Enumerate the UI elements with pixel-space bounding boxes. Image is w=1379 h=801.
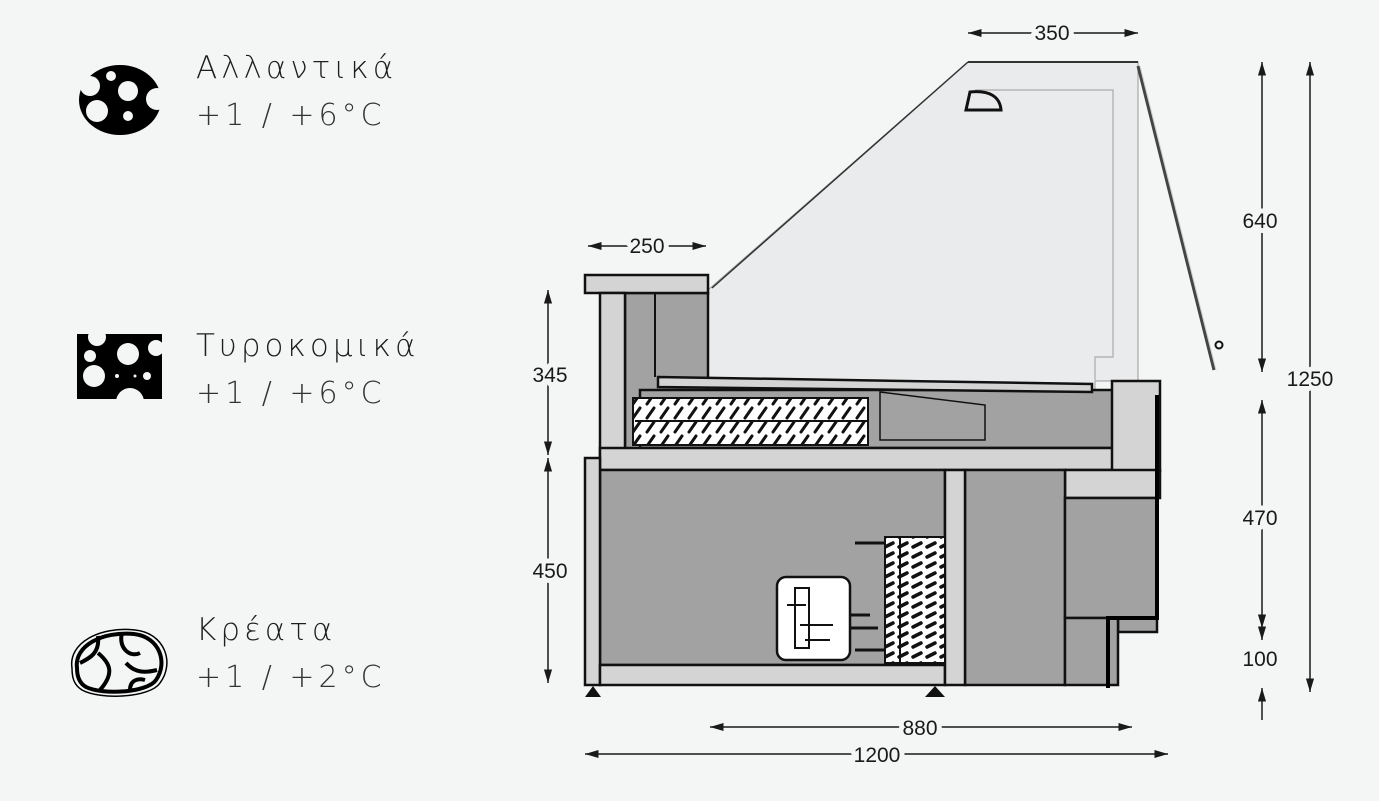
foot-icon: [585, 686, 601, 697]
glass-handle-icon: [1214, 340, 1224, 350]
legend-title: Αλλαντικά: [196, 50, 398, 86]
dim-total-height: 1250: [1287, 368, 1334, 391]
glass-display-area: [707, 61, 1224, 393]
legend-temperature: +1 / +6°C: [196, 376, 386, 411]
dim-body-height: 470: [1242, 507, 1277, 530]
foot-icon: [925, 686, 945, 697]
legend-item-meat: Κρέατα +1 / +2°C: [60, 612, 440, 718]
condenser-unit: [855, 536, 946, 664]
dim-plinth-height: 100: [1242, 648, 1277, 671]
dim-top-depth: 350: [1034, 22, 1069, 45]
dim-inner-width: 880: [902, 717, 937, 740]
lamp-icon: [964, 90, 1003, 112]
dim-upper-height: 345: [532, 364, 567, 387]
dim-lower-height: 450: [532, 560, 567, 583]
legend-temperature: +1 / +6°C: [196, 98, 386, 133]
dim-total-width: 1200: [854, 744, 901, 767]
cheese-icon: [77, 334, 164, 416]
compressor: [775, 575, 878, 662]
meat-icon: [71, 628, 168, 697]
legend-title: Κρέατα: [196, 612, 337, 648]
legend-item-salami: Αλλαντικά +1 / +6°C: [60, 50, 440, 156]
legend-temperature: +1 / +2°C: [196, 660, 386, 695]
salami-icon: [79, 65, 168, 135]
legend-title: Τυροκομικά: [196, 328, 420, 364]
legend-item-cheese: Τυροκομικά +1 / +6°C: [60, 328, 440, 434]
dim-glass-height: 640: [1242, 210, 1277, 233]
dim-counter-depth: 250: [629, 235, 664, 258]
dimensions: 350 250 345 450 640 470 100 1250 880 120…: [527, 17, 1338, 772]
